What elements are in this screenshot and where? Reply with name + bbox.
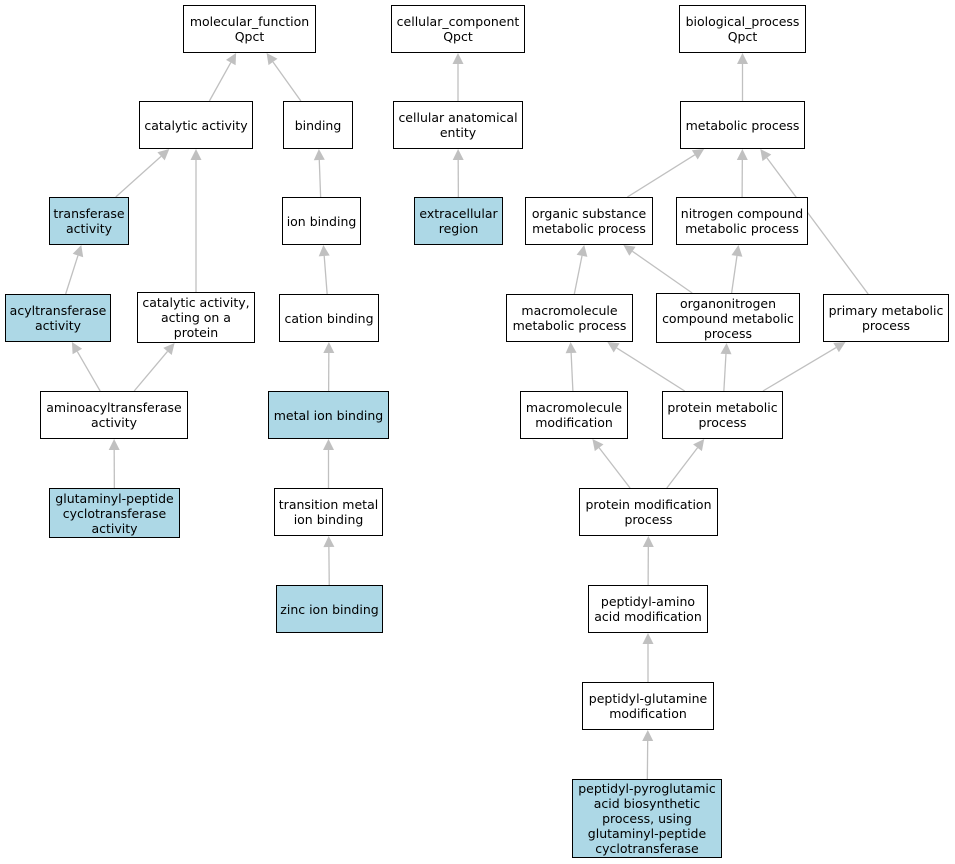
arrowhead-pgm-to-pam xyxy=(642,633,654,644)
arrowhead-extr-to-cae xyxy=(452,149,464,160)
edge-mmod-to-mmp xyxy=(570,352,574,392)
arrowhead-acyl-to-trans xyxy=(72,245,84,258)
edge-prot-to-mmp xyxy=(616,347,685,392)
arrowhead-pmod-to-prot xyxy=(693,439,705,452)
arrowhead-catp-to-cat xyxy=(190,149,202,160)
go-term-node-metal: metal ion binding xyxy=(268,391,389,439)
arrowhead-met-to-bp xyxy=(737,53,748,64)
arrowhead-tmb-to-metal xyxy=(323,439,334,450)
edge-ocm-to-ncm xyxy=(730,255,738,294)
arrowhead-zinc-to-tmb xyxy=(323,536,335,548)
edge-amino-to-catp xyxy=(133,351,168,392)
go-term-node-bp: biological_process Qpct xyxy=(679,5,806,53)
arrowhead-prot-to-mmp xyxy=(607,342,620,353)
arrowhead-catb-to-ionb xyxy=(318,245,330,257)
edge-ocm-to-osm xyxy=(632,250,693,294)
arrowhead-ionb-to-bind xyxy=(313,149,325,161)
arrowhead-ncm-to-met xyxy=(736,149,748,160)
go-term-node-bind: binding xyxy=(283,101,353,149)
go-term-node-pam: peptidyl-amino acid modification xyxy=(588,585,708,633)
arrowhead-ocm-to-ncm xyxy=(731,245,743,257)
arrowhead-mmod-to-mmp xyxy=(565,342,577,354)
go-term-node-acyl: acyltransferase activity xyxy=(5,294,111,342)
arrowhead-metal-to-catb xyxy=(323,342,335,353)
go-term-node-mf: molecular_function Qpct xyxy=(183,5,316,53)
edge-trans-to-cat xyxy=(115,155,162,198)
go-term-node-ppg: peptidyl-pyroglutamic acid biosynthetic … xyxy=(572,779,722,858)
edge-cat-to-mf xyxy=(208,62,232,102)
edge-prot-to-ocm xyxy=(723,353,727,392)
arrowhead-osm-to-met xyxy=(691,149,705,160)
go-term-node-ionb: ion binding xyxy=(282,197,361,245)
go-term-node-extr: extracellular region xyxy=(414,197,503,245)
arrowhead-trans-to-cat xyxy=(157,149,170,161)
go-term-node-tmb: transition metal ion binding xyxy=(274,488,383,536)
go-term-node-pmp: primary metabolic process xyxy=(823,294,949,342)
go-term-node-zinc: zinc ion binding xyxy=(276,585,383,633)
go-term-node-mmod: macromolecule modification xyxy=(520,391,628,439)
arrowhead-amino-to-acyl xyxy=(71,342,83,355)
go-term-node-amino: aminoacyltransferase activity xyxy=(40,391,188,439)
edge-osm-to-met xyxy=(627,154,696,198)
edge-catb-to-ionb xyxy=(323,255,328,295)
arrowhead-pmod-to-mmod xyxy=(592,439,604,452)
arrowhead-prot-to-ocm xyxy=(720,343,732,355)
arrowhead-pmp-to-met xyxy=(760,149,772,162)
arrowhead-ppg-to-pgm xyxy=(642,730,654,741)
go-term-node-trans: transferase activity xyxy=(49,197,129,245)
go-term-node-ocm: organonitrogen compound metabolic proces… xyxy=(656,293,800,343)
edge-pmod-to-prot xyxy=(666,447,699,489)
arrowhead-bind-to-mf xyxy=(266,53,278,66)
arrowhead-amino-to-catp xyxy=(163,343,175,355)
edge-amino-to-acyl xyxy=(76,351,101,392)
go-term-node-glut: glutaminyl-peptide cyclotransferase acti… xyxy=(49,488,180,538)
edge-bind-to-mf xyxy=(272,61,302,102)
arrowhead-cat-to-mf xyxy=(226,53,237,66)
go-term-node-prot: protein metabolic process xyxy=(662,391,783,439)
go-term-node-ncm: nitrogen compound metabolic process xyxy=(676,197,808,245)
arrowhead-pam-to-pmod xyxy=(642,536,654,547)
arrowhead-ocm-to-osm xyxy=(623,245,636,256)
arrowhead-cae-to-cc xyxy=(452,53,464,64)
go-term-node-mmp: macromolecule metabolic process xyxy=(506,294,633,342)
edge-mmp-to-osm xyxy=(573,255,583,295)
go-term-node-osm: organic substance metabolic process xyxy=(525,197,653,245)
arrowhead-glut-to-amino xyxy=(108,439,120,450)
edge-pmod-to-mmod xyxy=(598,447,631,489)
go-term-node-catp: catalytic activity, acting on a protein xyxy=(137,292,255,343)
edge-acyl-to-trans xyxy=(65,255,79,295)
arrowhead-mmp-to-osm xyxy=(576,245,588,257)
go-term-node-pgm: peptidyl-glutamine modification xyxy=(582,682,714,730)
edge-prot-to-pmp xyxy=(762,347,837,392)
edge-ionb-to-bind xyxy=(318,159,322,198)
edge-pmp-to-met xyxy=(766,157,869,295)
go-term-node-catb: cation binding xyxy=(279,294,379,342)
go-term-node-cat: catalytic activity xyxy=(139,101,253,149)
go-term-node-met: metabolic process xyxy=(680,101,805,149)
go-term-node-cc: cellular_component Qpct xyxy=(391,5,525,53)
go-term-node-pmod: protein modification process xyxy=(579,488,718,536)
arrowhead-prot-to-pmp xyxy=(833,342,846,353)
go-term-node-cae: cellular anatomical entity xyxy=(393,101,523,149)
